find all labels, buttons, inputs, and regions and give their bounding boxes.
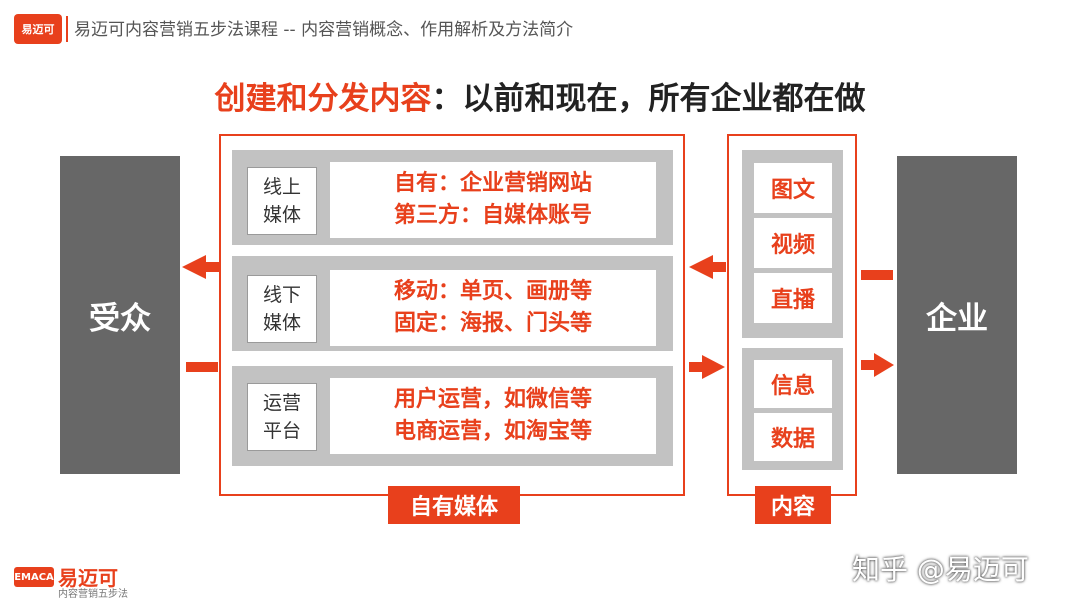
media-tag-line: 运营 <box>262 392 301 414</box>
footer-logo-icon: EMACA <box>14 567 54 587</box>
content-tag-video: 视频 <box>754 218 832 268</box>
footer-brand: 易迈可 <box>58 566 118 590</box>
audience-box: 受众 <box>60 156 180 474</box>
arrow-to-owned-media <box>689 255 726 279</box>
content-badge: 内容 <box>755 486 831 524</box>
header-logo-text: 易迈可 <box>21 23 55 36</box>
media-tag-line: 线下 <box>262 284 301 306</box>
media-tag-online: 线上 媒体 <box>247 167 317 235</box>
slide-title-rest: ：以前和现在，所有企业都在做 <box>431 81 866 117</box>
media-desc-online: 自有：企业营销网站 第三方：自媒体账号 <box>330 162 656 238</box>
media-desc-line: 电商运营，如淘宝等 <box>393 419 592 444</box>
arrow-from-enterprise <box>861 270 893 280</box>
media-tag-offline: 线下 媒体 <box>247 275 317 343</box>
slide-title-highlight: 创建和分发内容 <box>214 81 432 117</box>
media-tag-platform: 运营 平台 <box>247 383 317 451</box>
header-title: 易迈可内容营销五步法课程 -- 内容营销概念、作用解析及方法简介 <box>74 20 574 40</box>
arrow-to-content <box>689 355 725 379</box>
slide-title: 创建和分发内容：以前和现在，所有企业都在做 <box>0 73 1080 118</box>
content-tag-info: 信息 <box>754 360 832 408</box>
arrow-to-enterprise <box>861 353 894 377</box>
media-tag-line: 媒体 <box>262 204 301 226</box>
content-tag-live: 直播 <box>754 273 832 323</box>
media-desc-line: 用户运营，如微信等 <box>393 387 592 412</box>
media-desc-platform: 用户运营，如微信等 电商运营，如淘宝等 <box>330 378 656 454</box>
media-desc-line: 移动：单页、画册等 <box>393 279 592 304</box>
enterprise-box: 企业 <box>897 156 1017 474</box>
arrow-from-audience <box>186 362 218 372</box>
footer-logo-text: EMACA <box>14 571 54 583</box>
media-desc-line: 第三方：自媒体账号 <box>393 203 592 228</box>
media-tag-line: 线上 <box>262 176 301 198</box>
header-logo: 易迈可 <box>14 14 62 44</box>
media-desc-line: 自有：企业营销网站 <box>393 171 592 196</box>
media-tag-line: 媒体 <box>262 312 301 334</box>
footer-tagline: 内容营销五步法 <box>58 589 128 600</box>
arrow-to-audience <box>182 255 219 279</box>
media-desc-line: 固定：海报、门头等 <box>393 311 592 336</box>
content-tag-data: 数据 <box>754 413 832 461</box>
owned-media-badge: 自有媒体 <box>388 486 520 524</box>
media-desc-offline: 移动：单页、画册等 固定：海报、门头等 <box>330 270 656 346</box>
media-tag-line: 平台 <box>262 420 301 442</box>
watermark: 知乎 @易迈可 <box>852 553 1029 586</box>
content-tag-graphic: 图文 <box>754 163 832 213</box>
header-separator <box>66 16 68 42</box>
